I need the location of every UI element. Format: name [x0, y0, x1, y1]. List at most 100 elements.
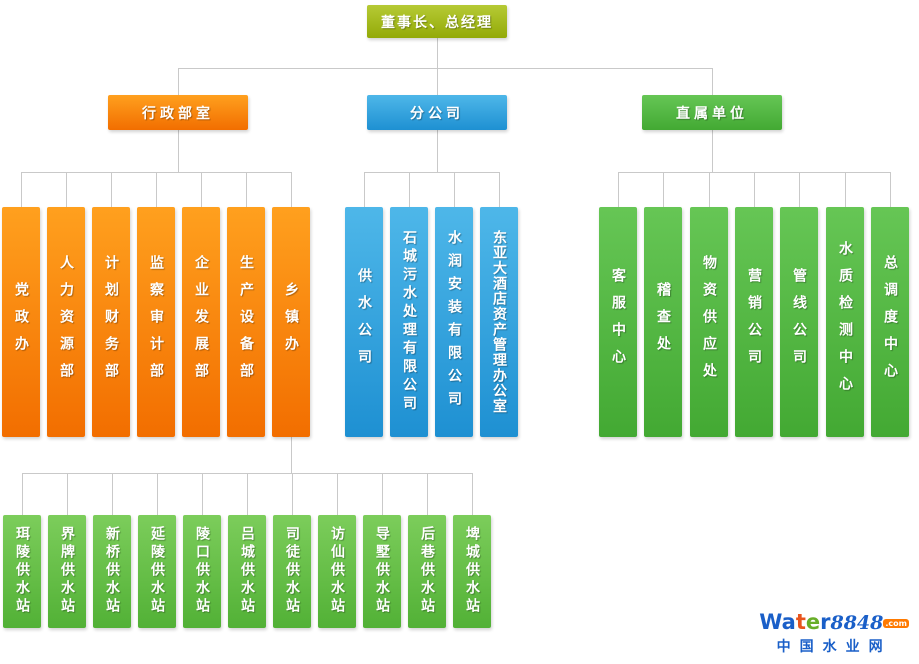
org-node-station: 吕城供水站	[228, 515, 266, 628]
org-node-subsidiary: 东亚大酒店资产管理办公室	[480, 207, 518, 437]
connector-line	[157, 473, 158, 515]
connector-line	[202, 473, 203, 515]
connector-line	[67, 473, 68, 515]
connector-line	[364, 172, 365, 207]
connector-line	[618, 172, 619, 207]
org-node-subsidiary: 石城污水处理有限公司	[390, 207, 428, 437]
org-node-station: 陵口供水站	[183, 515, 221, 628]
org-node-direct-unit: 总调度中心	[871, 207, 909, 437]
org-node-station: 访仙供水站	[318, 515, 356, 628]
connector-line	[364, 172, 499, 173]
org-node-direct-unit: 稽查处	[644, 207, 682, 437]
node-label: 营销公司	[746, 268, 762, 376]
connector-line	[499, 172, 500, 207]
connector-line	[111, 172, 112, 207]
connector-line	[246, 172, 247, 207]
logo-site-name: 中国水业网	[776, 639, 892, 655]
org-node-admin-dept: 生产设备部	[227, 207, 265, 437]
connector-line	[178, 130, 179, 172]
node-label: 党政办	[13, 281, 29, 363]
node-label: 水润安装有限公司	[446, 230, 462, 414]
org-branch-direct: 直属单位	[642, 95, 782, 130]
logo-text-t: t	[795, 609, 806, 634]
org-node-station: 新桥供水站	[93, 515, 131, 628]
connector-line	[291, 172, 292, 207]
node-label: 管线公司	[791, 268, 807, 376]
org-node-station: 珥陵供水站	[3, 515, 41, 628]
connector-line	[337, 473, 338, 515]
org-node-direct-unit: 水质检测中心	[826, 207, 864, 437]
node-label: 界牌供水站	[59, 526, 75, 617]
org-branch-subsidiaries: 分公司	[367, 95, 507, 130]
org-node-subsidiary: 供水公司	[345, 207, 383, 437]
node-label: 东亚大酒店资产管理办公室	[491, 230, 507, 414]
connector-line	[709, 172, 710, 207]
org-node-admin-dept: 监察审计部	[137, 207, 175, 437]
org-node-station: 导墅供水站	[363, 515, 401, 628]
node-label: 石城污水处理有限公司	[401, 230, 417, 414]
connector-line	[112, 473, 113, 515]
node-label: 生产设备部	[238, 254, 254, 390]
connector-line	[66, 172, 67, 207]
node-label: 陵口供水站	[194, 526, 210, 617]
logo-text-wa: Wa	[759, 609, 796, 634]
node-label: 物资供应处	[701, 254, 717, 390]
org-node-station: 延陵供水站	[138, 515, 176, 628]
branch-direct-label: 直属单位	[676, 105, 748, 122]
node-label: 访仙供水站	[329, 526, 345, 617]
node-label: 延陵供水站	[149, 526, 165, 617]
logo-text-e: e	[805, 609, 821, 634]
node-label: 稽查处	[655, 281, 671, 363]
node-label: 企业发展部	[193, 254, 209, 390]
logo-text-r: r	[820, 609, 831, 634]
org-node-subsidiary: 水润安装有限公司	[435, 207, 473, 437]
connector-line	[454, 172, 455, 207]
org-node-admin-dept: 党政办	[2, 207, 40, 437]
connector-line	[178, 68, 713, 69]
node-label: 供水公司	[356, 268, 372, 376]
logo-number: 8848	[830, 611, 884, 634]
connector-line	[201, 172, 202, 207]
connector-line	[382, 473, 383, 515]
node-label: 监察审计部	[148, 254, 164, 390]
org-node-direct-unit: 管线公司	[780, 207, 818, 437]
node-label: 埤城供水站	[464, 526, 480, 617]
connector-line	[712, 130, 713, 172]
branch-subsidiaries-label: 分公司	[410, 105, 464, 122]
connector-line	[437, 130, 438, 172]
org-node-station: 埤城供水站	[453, 515, 491, 628]
logo-wordmark: Water8848.com	[759, 609, 909, 634]
node-label: 总调度中心	[882, 254, 898, 390]
org-node-admin-dept: 人力资源部	[47, 207, 85, 437]
node-label: 新桥供水站	[104, 526, 120, 617]
connector-line	[799, 172, 800, 207]
node-label: 计划财务部	[103, 254, 119, 390]
connector-line	[890, 172, 891, 207]
branch-admin-label: 行政部室	[142, 105, 214, 122]
connector-line	[409, 172, 410, 207]
node-label: 客服中心	[610, 268, 626, 376]
node-label: 水质检测中心	[837, 241, 853, 403]
org-node-direct-unit: 物资供应处	[690, 207, 728, 437]
connector-line	[754, 172, 755, 207]
node-label: 珥陵供水站	[14, 526, 30, 617]
org-node-station: 后巷供水站	[408, 515, 446, 628]
connector-line	[291, 437, 292, 473]
node-label: 吕城供水站	[239, 526, 255, 617]
org-node-admin-dept: 计划财务部	[92, 207, 130, 437]
node-label: 后巷供水站	[419, 526, 435, 617]
org-node-admin-dept: 企业发展部	[182, 207, 220, 437]
connector-line	[437, 68, 438, 95]
connector-line	[437, 38, 438, 68]
connector-line	[178, 68, 179, 95]
node-label: 人力资源部	[58, 254, 74, 390]
logo-domain-suffix: .com	[883, 618, 909, 628]
connector-line	[156, 172, 157, 207]
org-node-admin-dept: 乡镇办	[272, 207, 310, 437]
water8848-logo[interactable]: Water8848.com 中国水业网	[759, 609, 909, 656]
org-node-direct-unit: 营销公司	[735, 207, 773, 437]
node-label: 导墅供水站	[374, 526, 390, 617]
connector-line	[21, 172, 22, 207]
connector-line	[22, 473, 23, 515]
